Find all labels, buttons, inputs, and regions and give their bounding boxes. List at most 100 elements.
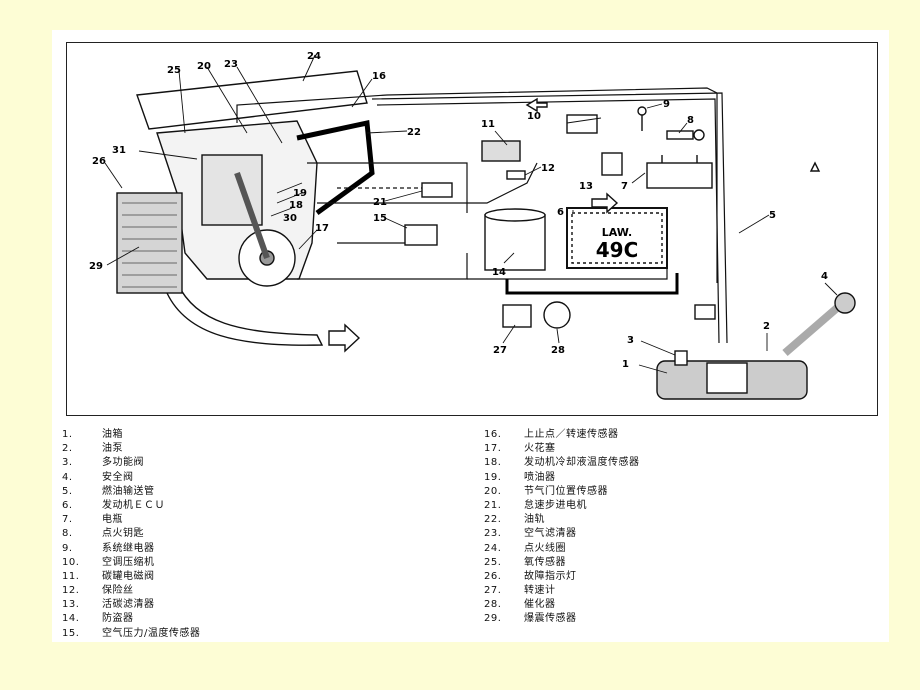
legend-item: 22.油轨 bbox=[484, 513, 640, 527]
legend-item: 7. 电瓶 bbox=[62, 513, 200, 527]
legend-text: 空气压力/温度传感器 bbox=[102, 627, 201, 639]
legend-text: 空气滤清器 bbox=[524, 528, 577, 540]
legend-number: 29. bbox=[484, 613, 502, 625]
callout-15: 15 bbox=[373, 213, 387, 224]
callout-7: 7 bbox=[621, 181, 628, 192]
callout-27: 27 bbox=[493, 345, 507, 356]
legend-text: 油箱 bbox=[102, 429, 123, 440]
legend-number: 23. bbox=[484, 528, 502, 540]
legend-text: 防盗器 bbox=[102, 613, 134, 625]
callout-9: 9 bbox=[663, 99, 670, 110]
callout-1: 1 bbox=[622, 359, 629, 370]
callout-18: 18 bbox=[289, 200, 303, 211]
legend-item: 5.燃油输送管 bbox=[62, 485, 200, 499]
callout-31: 31 bbox=[112, 145, 126, 156]
exhaust-pipe-shape bbox=[166, 281, 324, 346]
legend-text: 多功能阀 bbox=[102, 457, 144, 469]
legend-text: 上止点／转速传感器 bbox=[524, 429, 619, 440]
canister-solenoid-shape bbox=[481, 140, 521, 162]
legend-number: 27. bbox=[484, 585, 502, 597]
legend-number: 21. bbox=[484, 499, 502, 511]
legend-number: 26. bbox=[484, 570, 502, 582]
legend-number: 8. bbox=[62, 528, 73, 540]
callout-8: 8 bbox=[687, 115, 694, 126]
callout-4: 4 bbox=[821, 271, 828, 282]
legend-text: 节气门位置传感器 bbox=[524, 485, 608, 497]
legend-text: 故障指示灯 bbox=[524, 570, 577, 582]
legend-number: 15. bbox=[62, 627, 80, 639]
legend-number: 16. bbox=[484, 429, 502, 440]
legend-item: 15. 空气压力/温度传感器 bbox=[62, 627, 200, 641]
legend-number: 5. bbox=[62, 485, 73, 497]
callout-3: 3 bbox=[627, 335, 634, 346]
callout-2: 2 bbox=[763, 321, 770, 332]
legend-text: 空调压缩机 bbox=[102, 556, 155, 568]
legend-text: 油泵 bbox=[102, 443, 123, 455]
legend-number: 10. bbox=[62, 556, 80, 568]
fuel-rail-shape bbox=[296, 119, 375, 216]
callout-24: 24 bbox=[307, 51, 321, 62]
legend-item: 14.防盗器 bbox=[62, 612, 200, 626]
legend-item: 4. 安全阀 bbox=[62, 471, 200, 485]
legend-item: 19. 喷油器 bbox=[484, 471, 640, 485]
legend-text: 点火钥匙 bbox=[102, 528, 144, 540]
legend-text: 系统继电器 bbox=[102, 542, 155, 554]
legend-item: 3.多功能阀 bbox=[62, 456, 200, 470]
callout-25: 25 bbox=[167, 65, 181, 76]
legend-text: 氧传感器 bbox=[524, 556, 566, 568]
legend-item: 10. 空调压缩机 bbox=[62, 556, 200, 570]
legend-text: 喷油器 bbox=[524, 471, 556, 483]
legend-item: 1. 油箱 bbox=[62, 428, 200, 442]
legend-item: 16. 上止点／转速传感器 bbox=[484, 428, 640, 442]
knock-sensor-shape bbox=[116, 192, 183, 294]
map-sensor-shape bbox=[404, 224, 438, 246]
legend-number: 28. bbox=[484, 599, 502, 611]
legend-item: 11. 碳罐电磁阀 bbox=[62, 570, 200, 584]
legend-text: 催化器 bbox=[524, 599, 556, 611]
legend-text: 点火线圈 bbox=[524, 542, 566, 554]
legend-text: 发动机冷却液温度传感器 bbox=[524, 457, 640, 469]
legend-item: 2. 油泵 bbox=[62, 442, 200, 456]
callout-19: 19 bbox=[293, 188, 307, 199]
safety-valve-shape bbox=[834, 292, 856, 314]
callout-11: 11 bbox=[481, 119, 495, 130]
callout-21: 21 bbox=[373, 197, 387, 208]
callout-17: 17 bbox=[315, 223, 329, 234]
legend-item: 8. 点火钥匙 bbox=[62, 527, 200, 541]
legend-number: 11. bbox=[62, 570, 80, 582]
legend-item: 18. 发动机冷却液温度传感器 bbox=[484, 456, 640, 470]
legend-number: 7. bbox=[62, 514, 73, 526]
legend-number: 12. bbox=[62, 585, 80, 597]
fuel-line-shape bbox=[371, 92, 728, 344]
legend-number: 1. bbox=[62, 429, 73, 440]
legend-item: 6.发动机ＥＣＵ bbox=[62, 499, 200, 513]
legend-number: 4. bbox=[62, 471, 73, 483]
legend-text: 活碳滤清器 bbox=[102, 599, 155, 611]
legend-item: 20. 节气门位置传感器 bbox=[484, 485, 640, 499]
legend-number: 6. bbox=[62, 499, 73, 511]
legend-text: 爆震传感器 bbox=[524, 613, 577, 625]
callout-16: 16 bbox=[372, 71, 386, 82]
legend-number: 25. bbox=[484, 556, 502, 568]
legend-text: 安全阀 bbox=[102, 471, 134, 483]
legend-number: 13. bbox=[62, 599, 80, 611]
legend-item: 27.转速计 bbox=[484, 584, 640, 598]
callout-23: 23 bbox=[224, 59, 238, 70]
ecu-label-top: LAW. bbox=[602, 226, 632, 239]
legend-item: 9.系统继电器 bbox=[62, 542, 200, 556]
legend-number: 2. bbox=[62, 443, 73, 455]
callout-26: 26 bbox=[92, 156, 106, 167]
callout-10: 10 bbox=[527, 111, 541, 122]
legend-text: 电瓶 bbox=[102, 514, 123, 526]
ecu-box-shape bbox=[566, 207, 668, 269]
legend-number: 20. bbox=[484, 485, 502, 497]
legend-text: 碳罐电磁阀 bbox=[102, 570, 155, 582]
legend-number: 18. bbox=[484, 457, 502, 469]
ignition-coil-shape bbox=[136, 70, 368, 130]
legend-number: 19. bbox=[484, 471, 502, 483]
legend-item: 26. 故障指示灯 bbox=[484, 570, 640, 584]
canister-shape bbox=[484, 214, 546, 271]
callout-30: 30 bbox=[283, 213, 297, 224]
